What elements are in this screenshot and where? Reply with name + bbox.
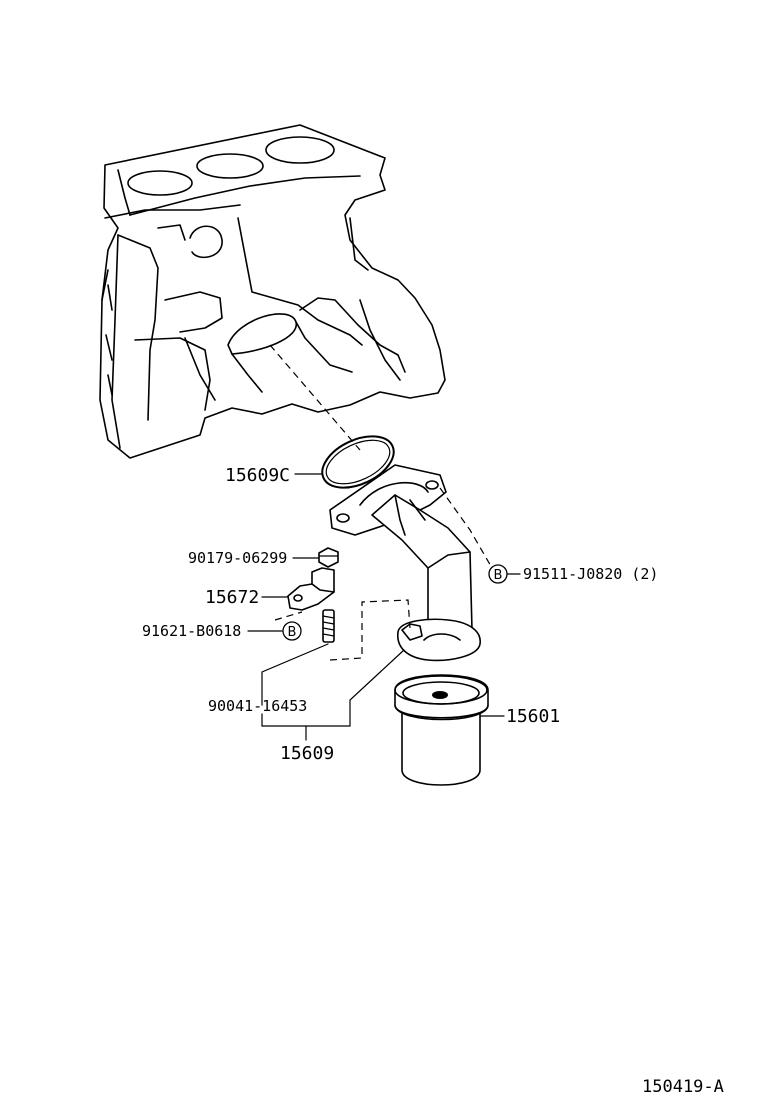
oil-filter-illustration	[394, 674, 489, 786]
part-label-o-ring: 15609C	[225, 465, 290, 486]
diagram-reference-code: 150419-A	[642, 1077, 724, 1097]
callout-b-left: B	[282, 621, 302, 641]
part-label-union-bolt: 90041-16453	[208, 697, 307, 715]
clamp-bracket-illustration	[287, 567, 335, 611]
flange-bolt-dashed-line	[439, 487, 493, 569]
part-label-flange-bolt: 91511-J0820 (2)	[523, 565, 658, 583]
part-label-nut: 90179-06299	[188, 549, 287, 567]
bracket-bolt-dashed-line	[274, 611, 303, 621]
stud-bolt-illustration	[322, 609, 335, 643]
part-label-bracket-bolt: 91621-B0618	[142, 622, 241, 640]
callout-b-left-label: B	[288, 625, 297, 640]
callout-b-right: B	[488, 564, 508, 584]
o-ring-gasket	[321, 435, 395, 489]
union-bolt-dashed-outline	[329, 599, 411, 661]
part-label-filter: 15601	[506, 706, 560, 727]
leader-lines	[247, 473, 521, 741]
nut-illustration	[318, 547, 339, 568]
assembly-axis-line	[269, 344, 361, 451]
oil-filter-bracket	[329, 464, 481, 662]
part-label-bracket-assy: 15609	[280, 743, 334, 764]
part-label-bracket: 15672	[205, 587, 259, 608]
engine-block-illustration	[99, 124, 446, 459]
callout-b-right-label: B	[494, 568, 503, 583]
